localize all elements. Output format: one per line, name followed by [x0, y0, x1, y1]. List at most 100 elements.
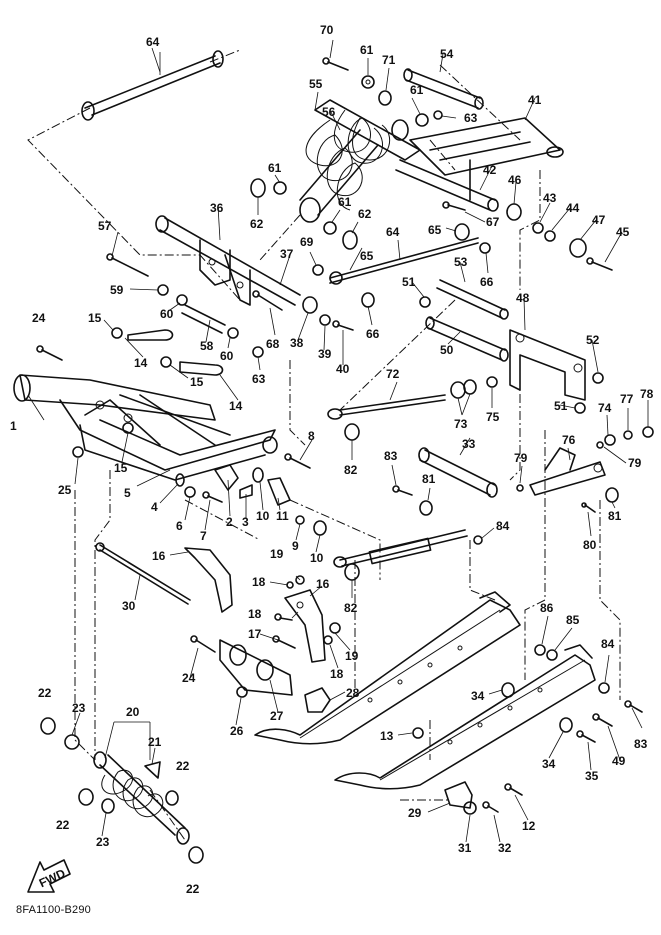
- callout-60b: 60: [220, 349, 234, 363]
- callout-22d: 22: [186, 882, 200, 896]
- callout-10b: 10: [310, 551, 324, 565]
- collar-23-b: [101, 798, 115, 814]
- stay-16-upper: [184, 547, 233, 613]
- nut-78: [642, 426, 654, 438]
- callout-85: 85: [566, 613, 580, 627]
- callout-63a: 63: [464, 111, 478, 125]
- callout-15b: 15: [190, 375, 204, 389]
- bracket-48: [509, 329, 586, 401]
- callout-66a: 66: [366, 327, 380, 341]
- callout-18b: 18: [248, 607, 262, 621]
- collar-81-a: [419, 500, 433, 516]
- callout-51a: 51: [402, 275, 416, 289]
- nut-39: [319, 314, 331, 326]
- callout-82b: 82: [344, 601, 358, 615]
- callout-14a: 14: [134, 356, 148, 370]
- callout-46: 46: [508, 173, 522, 187]
- collar-58: [181, 304, 226, 334]
- nut-13: [412, 727, 424, 739]
- bolt-32: [482, 801, 499, 813]
- bolt-30: [95, 542, 191, 605]
- nut-60-a: [176, 294, 188, 306]
- callout-48: 48: [516, 291, 530, 305]
- callout-66b: 66: [480, 275, 494, 289]
- callout-69: 69: [300, 235, 314, 249]
- callout-11: 11: [276, 509, 289, 523]
- callout-44: 44: [566, 201, 580, 215]
- callout-79a: 79: [514, 451, 528, 465]
- shock-absorber-55: [299, 99, 421, 223]
- callout-29: 29: [408, 806, 422, 820]
- collar-4: [175, 473, 185, 487]
- callout-16b: 16: [316, 577, 330, 591]
- washer-79-b: [516, 484, 524, 492]
- bracket-27: [219, 639, 293, 696]
- nut-60-b: [227, 327, 239, 339]
- callout-81a: 81: [422, 472, 436, 486]
- tie-rod-84: [333, 529, 468, 568]
- callout-9: 9: [292, 539, 299, 553]
- nut-44: [544, 230, 556, 242]
- nut-9: [295, 515, 305, 525]
- callout-49: 49: [612, 754, 626, 768]
- callout-8: 8: [308, 429, 315, 443]
- callout-65b: 65: [428, 223, 442, 237]
- collar-82-b: [344, 563, 360, 581]
- forward-direction-arrow: FWD: [27, 859, 71, 893]
- callout-2: 2: [226, 515, 233, 529]
- callout-labels: 1 2 3 4 5 6 7 8 9 10 10 11 12 13 14 14 1…: [10, 23, 654, 896]
- callout-61c: 61: [338, 195, 352, 209]
- callout-83a: 83: [384, 449, 398, 463]
- callout-32: 32: [498, 841, 512, 855]
- bolt-57: [106, 253, 149, 277]
- a-arm-41: [409, 117, 564, 201]
- bolt-8: [284, 453, 311, 469]
- nut-51-b: [574, 402, 586, 414]
- rear-shock-20: [93, 751, 190, 845]
- callout-77: 77: [620, 392, 634, 406]
- callout-50: 50: [440, 343, 454, 357]
- bolt-7: [202, 491, 223, 503]
- frame-rail-lower: [334, 644, 596, 790]
- callout-22b: 22: [176, 759, 190, 773]
- collar-71: [378, 90, 392, 106]
- callout-1: 1: [10, 419, 17, 433]
- collar-62-a: [250, 178, 266, 198]
- rod-54: [403, 68, 484, 110]
- callout-36: 36: [210, 201, 224, 215]
- collar-73: [450, 379, 477, 399]
- nut-66-a: [479, 242, 491, 254]
- rod-64-top: [81, 50, 224, 121]
- nut-63-a: [433, 110, 443, 120]
- callout-72: 72: [386, 367, 400, 381]
- callout-58: 58: [200, 339, 214, 353]
- nut-18-c: [323, 635, 333, 645]
- callout-3: 3: [242, 515, 249, 529]
- bolt-35: [576, 730, 596, 743]
- bolt-83-a: [392, 485, 413, 496]
- callout-61a: 61: [360, 43, 374, 57]
- bolt-68: [252, 290, 283, 311]
- bolt-18-b: [274, 613, 293, 621]
- callout-17: 17: [248, 627, 262, 641]
- nut-19-b: [329, 622, 341, 634]
- collar-10-a: [252, 467, 264, 483]
- fwd-label: FWD: [37, 866, 68, 890]
- callout-13: 13: [380, 729, 394, 743]
- callout-41: 41: [528, 93, 542, 107]
- callout-18c: 18: [330, 667, 344, 681]
- nut-59: [157, 284, 169, 296]
- callout-74: 74: [598, 401, 612, 415]
- nut-15-a: [111, 327, 123, 339]
- nut-77: [623, 430, 633, 440]
- nut-84-b: [598, 682, 610, 694]
- callout-59: 59: [110, 283, 124, 297]
- callout-24b: 24: [182, 671, 196, 685]
- collar-34-b: [559, 717, 573, 733]
- callout-34b: 34: [542, 757, 556, 771]
- callout-23a: 23: [72, 701, 86, 715]
- callout-4: 4: [151, 500, 158, 514]
- clip-3: [239, 484, 253, 499]
- callout-27: 27: [270, 709, 284, 723]
- callout-19b: 19: [345, 649, 359, 663]
